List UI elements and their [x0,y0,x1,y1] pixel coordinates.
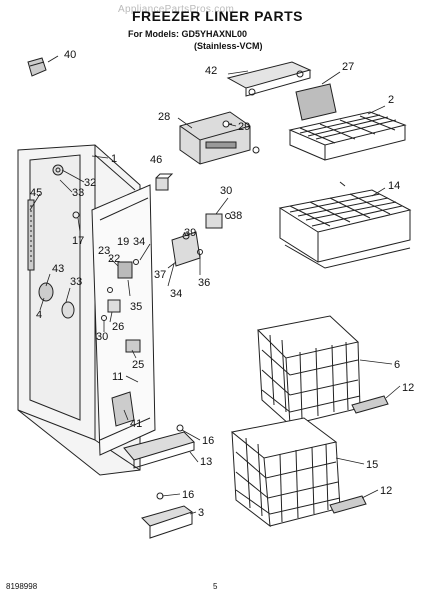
callout-36: 36 [198,277,210,289]
part-42-bracket [226,61,312,97]
part-46-clip [155,173,174,191]
callout-41: 41 [130,418,142,430]
callout-45: 45 [30,187,42,199]
callout-12-lower: 12 [380,485,392,497]
part-1-freezer-liner [17,144,156,476]
callout-38: 38 [230,210,242,222]
callout-28: 28 [158,111,170,123]
callout-23: 23 [98,245,110,257]
callout-37: 37 [154,269,166,281]
callout-1: 1 [111,153,117,165]
part-19-switch [117,259,139,279]
part-28-bracket [179,111,251,165]
finish-line: (Stainless-VCM) [194,41,263,51]
callout-40: 40 [64,49,76,61]
callout-39: 39 [184,227,196,239]
callout-22: 22 [108,253,120,265]
callout-25: 25 [132,359,144,371]
page-title: FREEZER LINER PARTS [131,8,304,24]
part-41-cylinder [111,391,135,427]
part-40-clip [27,55,59,77]
callout-12-upper: 12 [402,382,414,394]
callout-34-upper: 34 [133,236,145,248]
part-15-basket [230,417,341,528]
callout-14: 14 [388,180,400,192]
callout-15: 15 [366,459,378,471]
callout-42: 42 [205,65,217,77]
callout-35: 35 [130,301,142,313]
callout-6: 6 [394,359,400,371]
callout-30-lower: 30 [96,331,108,343]
callout-16-upper: 16 [202,435,214,447]
part-27-panel [295,83,337,121]
callout-16-lower: 16 [182,489,194,501]
part-26-clip [107,299,121,313]
part-38-clip [205,213,231,229]
model-info: For Models: GD5YHAXNL00 (Stainless-VCM) [128,28,348,52]
callout-27: 27 [342,61,354,73]
callout-2: 2 [388,94,394,106]
callout-3: 3 [198,507,204,519]
callout-11: 11 [112,371,123,383]
part-6-basket [256,315,361,427]
callout-29: 29 [238,121,250,133]
page-number: 5 [213,582,218,591]
callout-13: 13 [200,456,212,468]
models-line: For Models: GD5YHAXNL00 [128,29,248,39]
part-12-trim-upper [351,395,389,414]
part-14-wire-shelf [278,181,412,269]
callout-33-lower: 33 [70,276,82,288]
part-2-wire-shelf [288,111,407,161]
callout-26: 26 [112,321,124,333]
callout-labels: 40 42 27 2 28 29 1 46 32 45 33 30 14 38 … [30,49,414,519]
callout-34-lower: 34 [170,288,182,300]
document-number: 8198998 [6,582,38,591]
part-13-rail [123,424,195,469]
callout-33-upper: 33 [72,187,84,199]
callout-17: 17 [72,235,84,247]
leader-lines [29,70,401,515]
watermark-text: AppliancePartsPros.com [118,4,235,15]
part-12-trim-lower [329,495,367,514]
callout-30-upper: 30 [220,185,232,197]
callout-19: 19 [117,236,129,248]
callout-32: 32 [84,177,96,189]
part-25-damper [125,339,141,353]
callout-46: 46 [150,154,162,166]
callout-4: 4 [36,309,42,321]
callout-43: 43 [52,263,64,275]
